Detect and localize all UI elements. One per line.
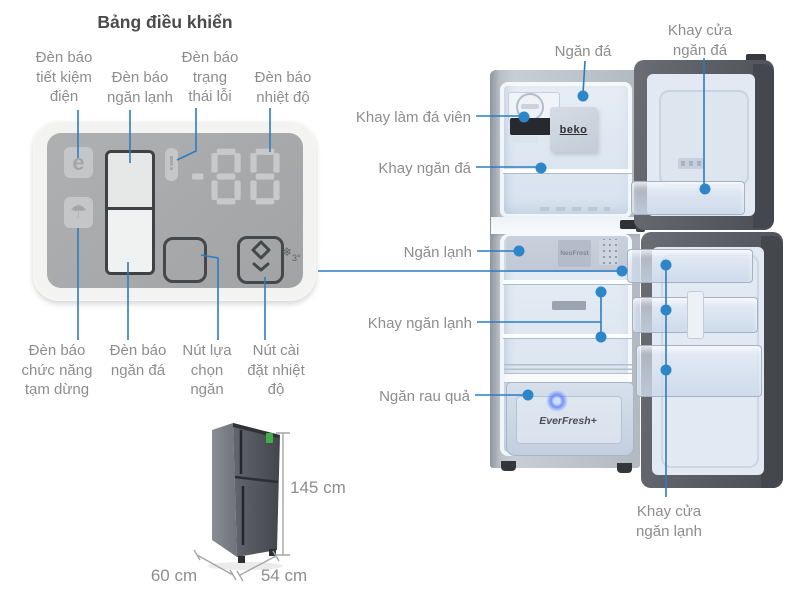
freezer-shelf [503, 169, 632, 174]
freezer-door-vent [678, 158, 704, 169]
wire-shelf [504, 364, 632, 374]
label-power-saving-indicator: Đèn báo tiết kiệm điện [35, 49, 93, 105]
cooler-shelf-1 [503, 280, 632, 285]
freezer-cell [108, 153, 152, 210]
page-title: Bảng điều khiển [97, 12, 233, 32]
shelf-badge [552, 301, 586, 310]
fridge-silhouette-icon [105, 150, 155, 275]
dim-height: 145 cm [290, 478, 346, 497]
cooler-door-tray-1 [627, 249, 753, 283]
neofrost-panel: NeoFrost [506, 236, 628, 272]
eco-indicator-icon: e [64, 147, 93, 178]
label-vegetable-box: Ngăn rau quả [379, 388, 470, 405]
door-latch [620, 220, 637, 229]
drawer-front-panel [516, 396, 622, 444]
ice-maker-dial [516, 93, 544, 121]
label-ice-cube-tray: Khay làm đá viên [355, 109, 471, 126]
label-temperature-set-button: Nút cài đặt nhiệt độ [247, 342, 305, 398]
label-cooler-indicator: Đèn báo ngăn lạnh [107, 69, 173, 106]
label-cooler-door-tray: Khay cửa ngăn lạnh [636, 503, 702, 540]
dim-depth: 60 cm [150, 566, 198, 585]
fast-freeze-icon: ❄ 3° [282, 245, 301, 263]
control-panel-display: e ☂ ! [47, 133, 303, 288]
ice-tray-lip [512, 136, 538, 143]
label-freezer-compartment: Ngăn đá [554, 43, 612, 60]
vacation-umbrella-icon: ☂ [64, 197, 93, 228]
label-freezer-indicator: Đèn báo ngăn đá [109, 342, 167, 379]
freezer-door-recess [659, 90, 749, 186]
door-bracket [687, 291, 704, 339]
cabinet-foot-left [501, 461, 516, 471]
everfresh-label: EverFresh+ [539, 415, 597, 427]
dim-width: 54 cm [260, 566, 308, 585]
freezer-box: beko [550, 107, 597, 152]
temp-control-grid [599, 239, 618, 265]
temperature-display [192, 148, 280, 205]
freezer-door-edge [753, 64, 774, 228]
dial-handle [521, 104, 539, 109]
fridge-dimension-photo [207, 423, 283, 570]
label-temperature-indicator: Đèn báo nhiệt độ [254, 69, 312, 106]
drawer-led-light [545, 389, 569, 413]
cooler-shelf-2 [503, 334, 632, 339]
label-error-status-indicator: Đèn báo trạng thái lỗi [181, 49, 239, 105]
up-down-arrows-icon [251, 240, 270, 272]
cooler-door-edge [761, 236, 783, 488]
freezer-door-tray [631, 181, 745, 215]
temperature-set-button [237, 236, 284, 284]
freezer-floor-ribs [540, 207, 610, 211]
cabinet-divider [491, 217, 640, 234]
control-panel: e ☂ ! [33, 121, 316, 301]
neofrost-badge: NeoFrost [558, 240, 591, 267]
label-cooler-tray: Khay ngăn lạnh [367, 315, 472, 332]
beko-logo: beko [559, 123, 588, 136]
cooler-cell [108, 210, 152, 272]
label-freezer-tray: Khay ngăn đá [378, 160, 471, 177]
error-exclamation-icon: ! [165, 148, 178, 181]
cabinet-foot-right [617, 463, 632, 473]
label-pause-function-indicator: Đèn báo chức năng tạm dừng [21, 342, 93, 398]
label-freezer-door-tray: Khay cửa ngăn đá [667, 22, 733, 59]
cooler-door-tray-3 [636, 345, 762, 397]
label-cooler-compartment: Ngăn lạnh [403, 244, 472, 261]
label-compartment-select-button: Nút lựa chọn ngăn [182, 342, 232, 398]
compartment-select-button [163, 237, 207, 283]
vegetable-drawer: EverFresh+ [506, 382, 634, 456]
